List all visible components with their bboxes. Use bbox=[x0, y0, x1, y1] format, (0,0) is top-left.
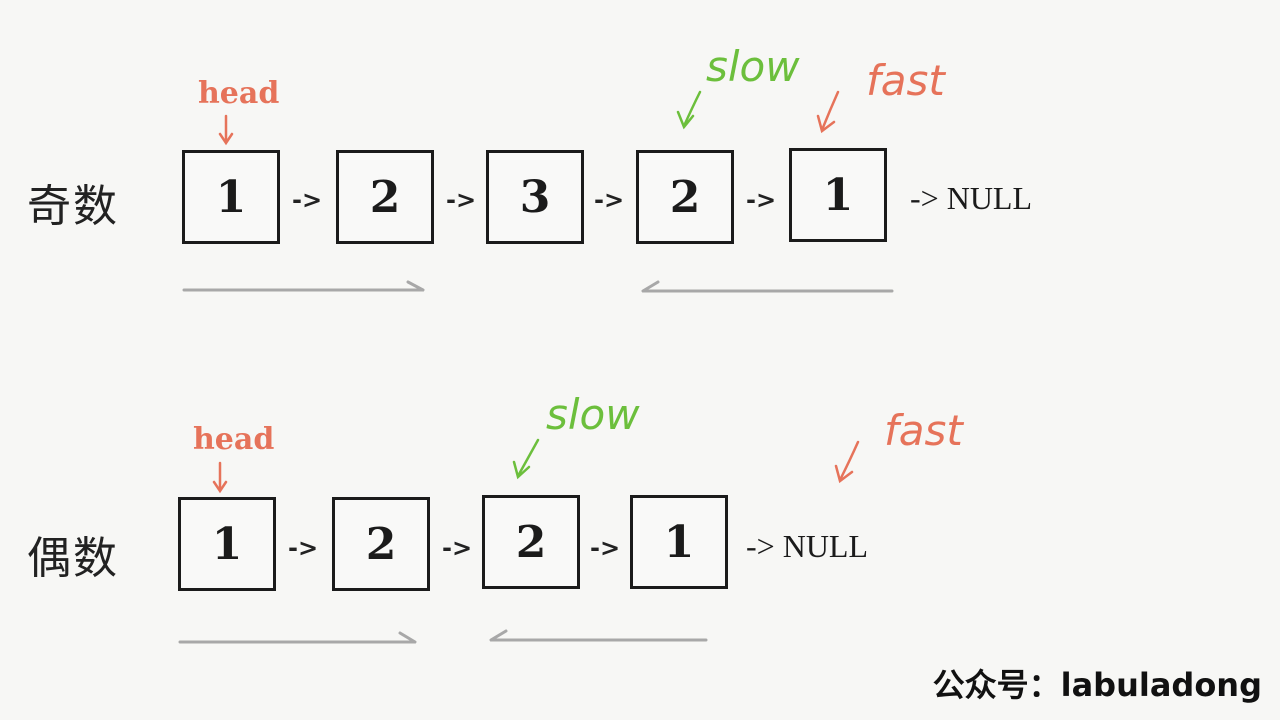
even-slow-arrow bbox=[512, 438, 540, 480]
even-node-3: 2 bbox=[482, 495, 580, 589]
even-head-label: head bbox=[193, 422, 275, 457]
even-list-label: 偶数 bbox=[27, 533, 119, 584]
odd-slow-label: slow bbox=[706, 42, 800, 91]
odd-head-arrow bbox=[218, 114, 234, 146]
odd-node-1: 1 bbox=[182, 150, 280, 244]
odd-head-label: head bbox=[198, 76, 280, 111]
odd-fast-label: fast bbox=[866, 56, 945, 105]
odd-connector-2: -> bbox=[446, 186, 477, 214]
even-connector-2: -> bbox=[442, 534, 473, 562]
even-fast-label: fast bbox=[884, 406, 963, 455]
odd-list-label: 奇数 bbox=[27, 181, 119, 232]
odd-node-3: 3 bbox=[486, 150, 584, 244]
even-forward-direction bbox=[178, 631, 417, 644]
odd-connector-1: -> bbox=[292, 186, 323, 214]
odd-forward-direction bbox=[182, 280, 425, 292]
even-fast-arrow bbox=[834, 440, 860, 484]
even-node-1: 1 bbox=[178, 497, 276, 591]
even-connector-3: -> bbox=[590, 534, 621, 562]
odd-backward-direction bbox=[641, 280, 894, 293]
even-connector-1: -> bbox=[288, 534, 319, 562]
odd-connector-4: -> bbox=[746, 186, 777, 214]
even-null: -> NULL bbox=[746, 528, 869, 564]
even-head-arrow bbox=[212, 461, 228, 494]
odd-fast-arrow bbox=[816, 90, 840, 134]
odd-node-2: 2 bbox=[336, 150, 434, 244]
odd-node-4: 2 bbox=[636, 150, 734, 244]
watermark: 公众号：labuladong bbox=[932, 666, 1262, 704]
odd-slow-arrow bbox=[676, 90, 702, 130]
even-node-2: 2 bbox=[332, 497, 430, 591]
even-backward-direction bbox=[489, 629, 708, 642]
odd-null: -> NULL bbox=[910, 180, 1033, 216]
even-slow-label: slow bbox=[546, 390, 640, 439]
odd-connector-3: -> bbox=[594, 186, 625, 214]
odd-node-5: 1 bbox=[789, 148, 887, 242]
even-node-4: 1 bbox=[630, 495, 728, 589]
